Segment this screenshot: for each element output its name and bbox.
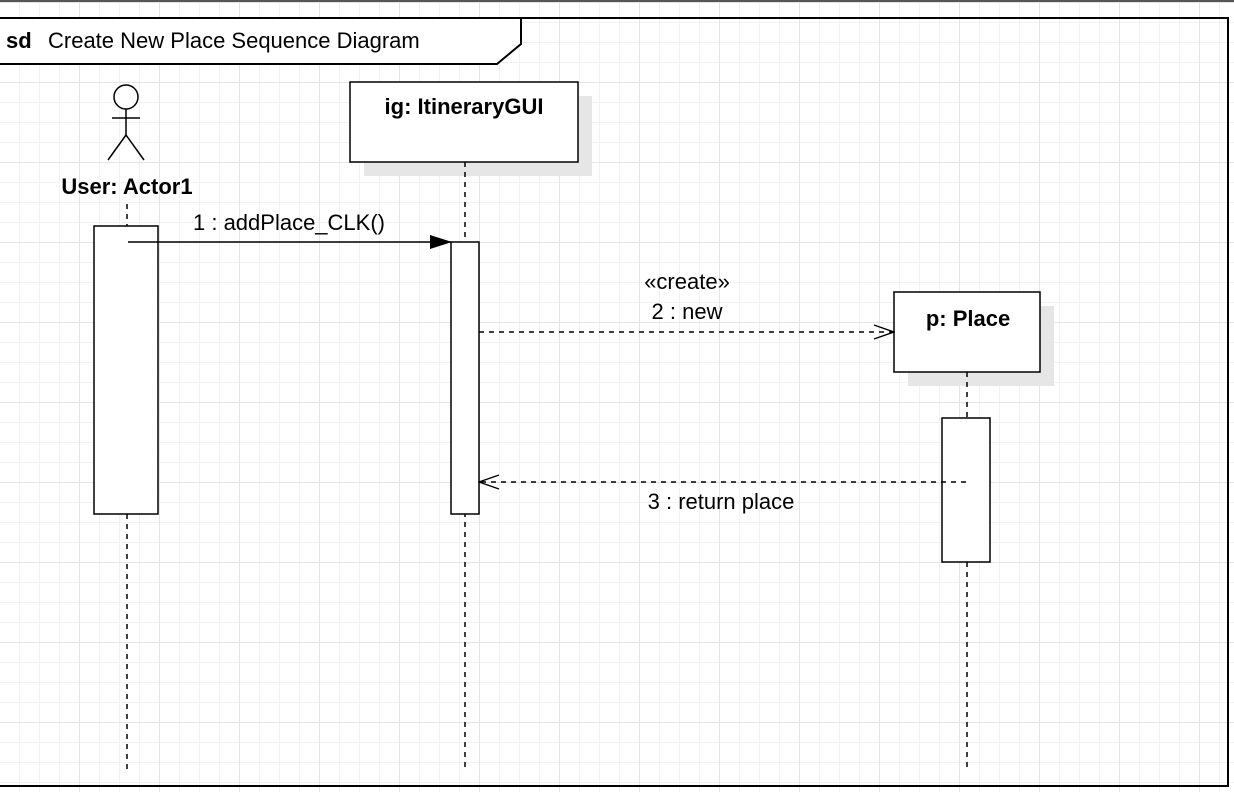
frame-keyword: sd xyxy=(6,28,32,53)
itinerary-gui-box xyxy=(349,81,579,163)
place-box xyxy=(893,291,1041,373)
place-label: p: Place xyxy=(926,306,1010,331)
message-1-label: 1 : addPlace_CLK() xyxy=(193,210,385,235)
actor-activation-bar xyxy=(93,225,159,515)
lifeline-place[interactable]: p: Place xyxy=(893,291,1054,768)
actor-label: User: Actor1 xyxy=(61,174,192,199)
frame-label-pentagon xyxy=(0,17,522,65)
message-3-return[interactable]: 3 : return place xyxy=(479,482,966,514)
place-activation-bar xyxy=(941,417,991,563)
message-1-add-place[interactable]: 1 : addPlace_CLK() xyxy=(128,210,452,249)
frame-border xyxy=(0,17,1229,787)
lifeline-itinerary-gui[interactable]: ig: ItineraryGUI xyxy=(349,81,592,772)
actor-stick-figure-icon xyxy=(107,84,145,161)
lifeline-user-actor[interactable]: User: Actor1 xyxy=(61,84,193,772)
message-3-label: 3 : return place xyxy=(648,489,795,514)
sequence-frame: sd Create New Place Sequence Diagram xyxy=(0,17,1229,787)
message-2-label: 2 : new xyxy=(652,299,723,324)
itinerary-gui-activation-bar xyxy=(450,241,480,515)
itinerary-gui-label: ig: ItineraryGUI xyxy=(385,94,544,119)
message-2-create[interactable]: «create» 2 : new xyxy=(479,269,894,332)
frame-title: Create New Place Sequence Diagram xyxy=(48,28,420,53)
message-2-stereotype: «create» xyxy=(644,269,730,294)
